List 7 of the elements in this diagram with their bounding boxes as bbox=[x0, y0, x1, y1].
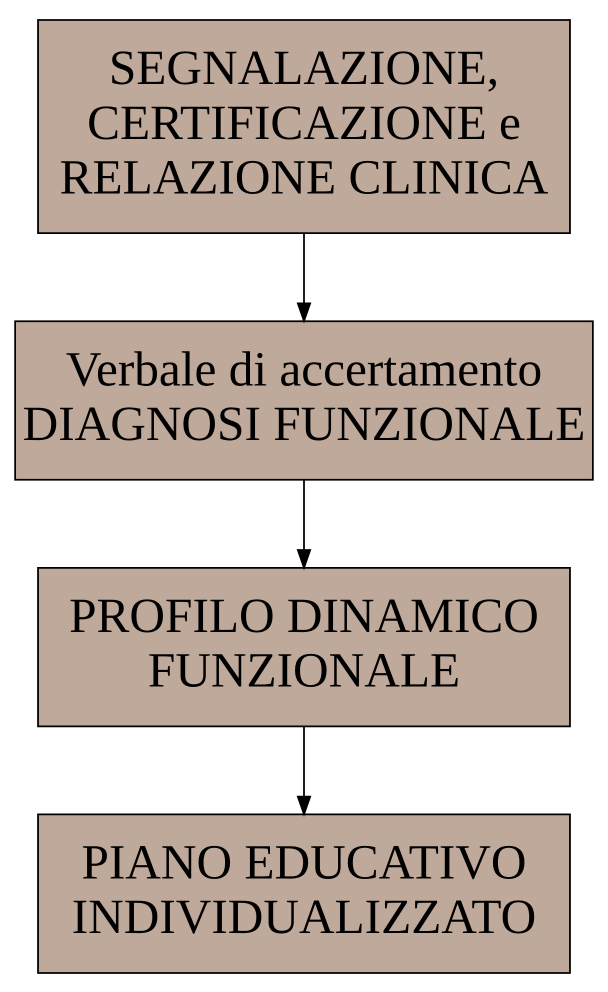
arrow bbox=[296, 233, 312, 324]
node-box: SEGNALAZIONE, CERTIFICAZIONE e RELAZIONE CLINICA bbox=[37, 18, 571, 234]
node-box: Verbale di accertamento DIAGNOSI FUNZIONALE bbox=[14, 320, 594, 480]
node-box: PROFILO DINAMICO FUNZIONALE bbox=[37, 566, 571, 727]
node-box: PIANO EDUCATIVO INDIVIDUALIZZATO bbox=[37, 813, 571, 974]
arrow bbox=[296, 726, 312, 816]
arrow bbox=[296, 479, 312, 570]
